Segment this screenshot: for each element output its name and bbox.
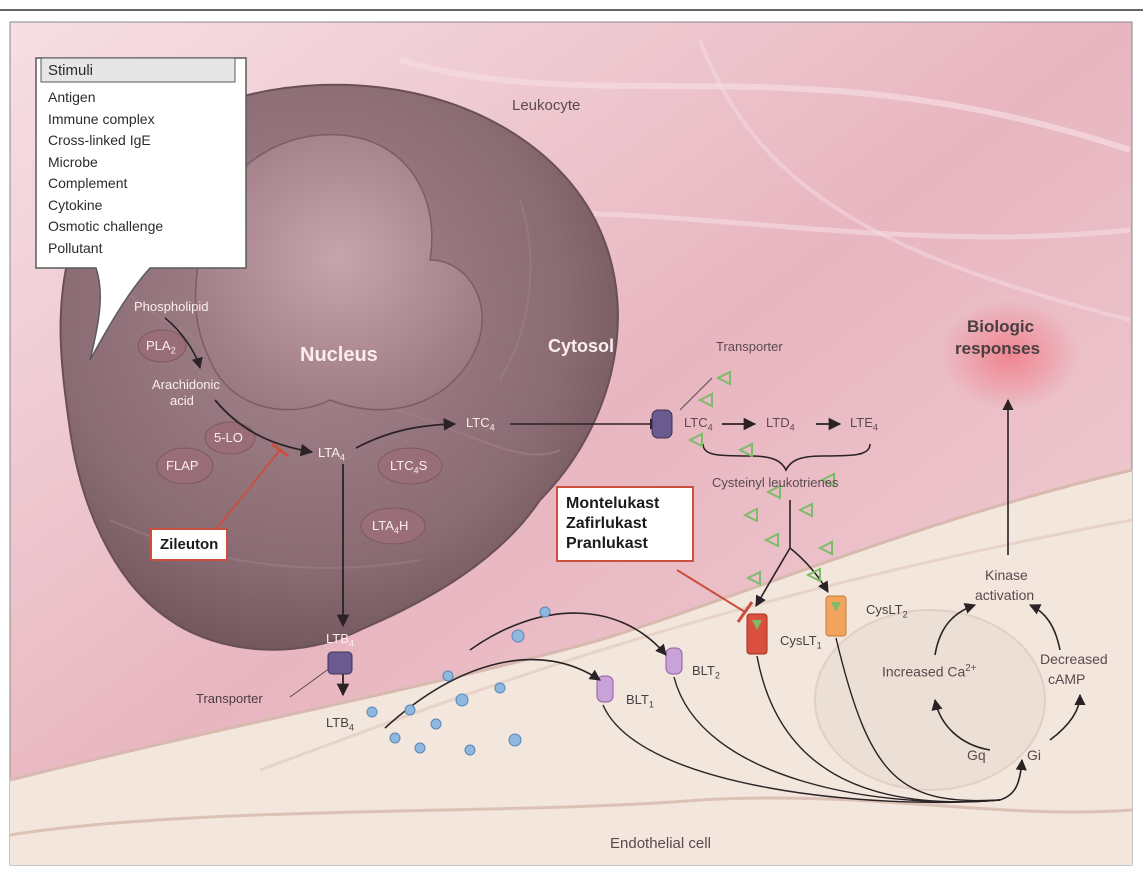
stimuli-item: Microbe [48, 155, 98, 169]
endothelial-cell-label: Endothelial cell [610, 836, 711, 851]
transporter-top-label: Transporter [716, 340, 783, 353]
cyslt2-label: CysLT2 [866, 603, 908, 620]
cysteinyl-leukotrienes-label: Cysteinyl leukotrienes [712, 476, 838, 489]
leukotriene-antagonist-box: Montelukast Zafirlukast Pranlukast [556, 486, 694, 562]
montelukast-label: Montelukast [566, 494, 684, 514]
stimuli-item: Cross-linked IgE [48, 133, 151, 147]
pla2-label: PLA2 [146, 339, 176, 356]
blt2-label: BLT2 [692, 664, 720, 681]
decreased-camp-line2: cAMP [1048, 672, 1085, 686]
arachidonic-label-line2: acid [170, 394, 194, 407]
stimuli-item: Antigen [48, 90, 95, 104]
ltc4-inner-label: LTC4 [466, 416, 495, 433]
blt1-label: BLT1 [626, 693, 654, 710]
endothelial-nucleus [815, 610, 1045, 790]
cytosol-label: Cytosol [548, 337, 614, 355]
leukocyte-label: Leukocyte [512, 98, 580, 113]
transporter-bottom-shape [328, 652, 352, 674]
ltd4-label: LTD4 [766, 416, 795, 433]
zileuton-drug-box: Zileuton [150, 528, 228, 561]
lta4-label: LTA4 [318, 446, 345, 463]
biologic-responses-line1: Biologic [967, 318, 1034, 335]
ltb4-inner-label: LTB4 [326, 632, 354, 649]
biologic-responses-line2: responses [955, 340, 1040, 357]
pranlukast-label: Pranlukast [566, 534, 684, 554]
blt2-receptor [666, 648, 682, 674]
gq-label: Gq [967, 748, 986, 762]
stimuli-item: Pollutant [48, 241, 102, 255]
transporter-bottom-label: Transporter [196, 692, 263, 705]
increased-ca-label: Increased Ca2+ [882, 664, 976, 679]
stimuli-item: Immune complex [48, 112, 155, 126]
lte4-label: LTE4 [850, 416, 878, 433]
stimuli-item: Osmotic challenge [48, 219, 163, 233]
stimuli-item: Complement [48, 176, 127, 190]
phospholipid-label: Phospholipid [134, 300, 208, 313]
zafirlukast-label: Zafirlukast [566, 514, 684, 534]
5lo-label: 5-LO [214, 431, 243, 444]
stimuli-title: Stimuli [48, 63, 93, 78]
ltc4s-label: LTC4S [390, 459, 427, 476]
cyslt1-label: CysLT1 [780, 634, 822, 651]
arachidonic-label-line1: Arachidonic [152, 378, 220, 391]
zileuton-label: Zileuton [160, 536, 218, 553]
stimuli-item: Cytokine [48, 198, 102, 212]
ltc4-out-label: LTC4 [684, 416, 713, 433]
decreased-camp-line1: Decreased [1040, 652, 1108, 666]
nucleus-label: Nucleus [300, 345, 378, 365]
gi-label: Gi [1027, 748, 1041, 762]
kinase-activation-line2: activation [975, 588, 1034, 602]
kinase-activation-line1: Kinase [985, 568, 1028, 582]
ltb4-outer-label: LTB4 [326, 716, 354, 733]
transporter-top-shape [652, 410, 672, 438]
lta4h-label: LTA4H [372, 519, 408, 536]
flap-label: FLAP [166, 459, 199, 472]
